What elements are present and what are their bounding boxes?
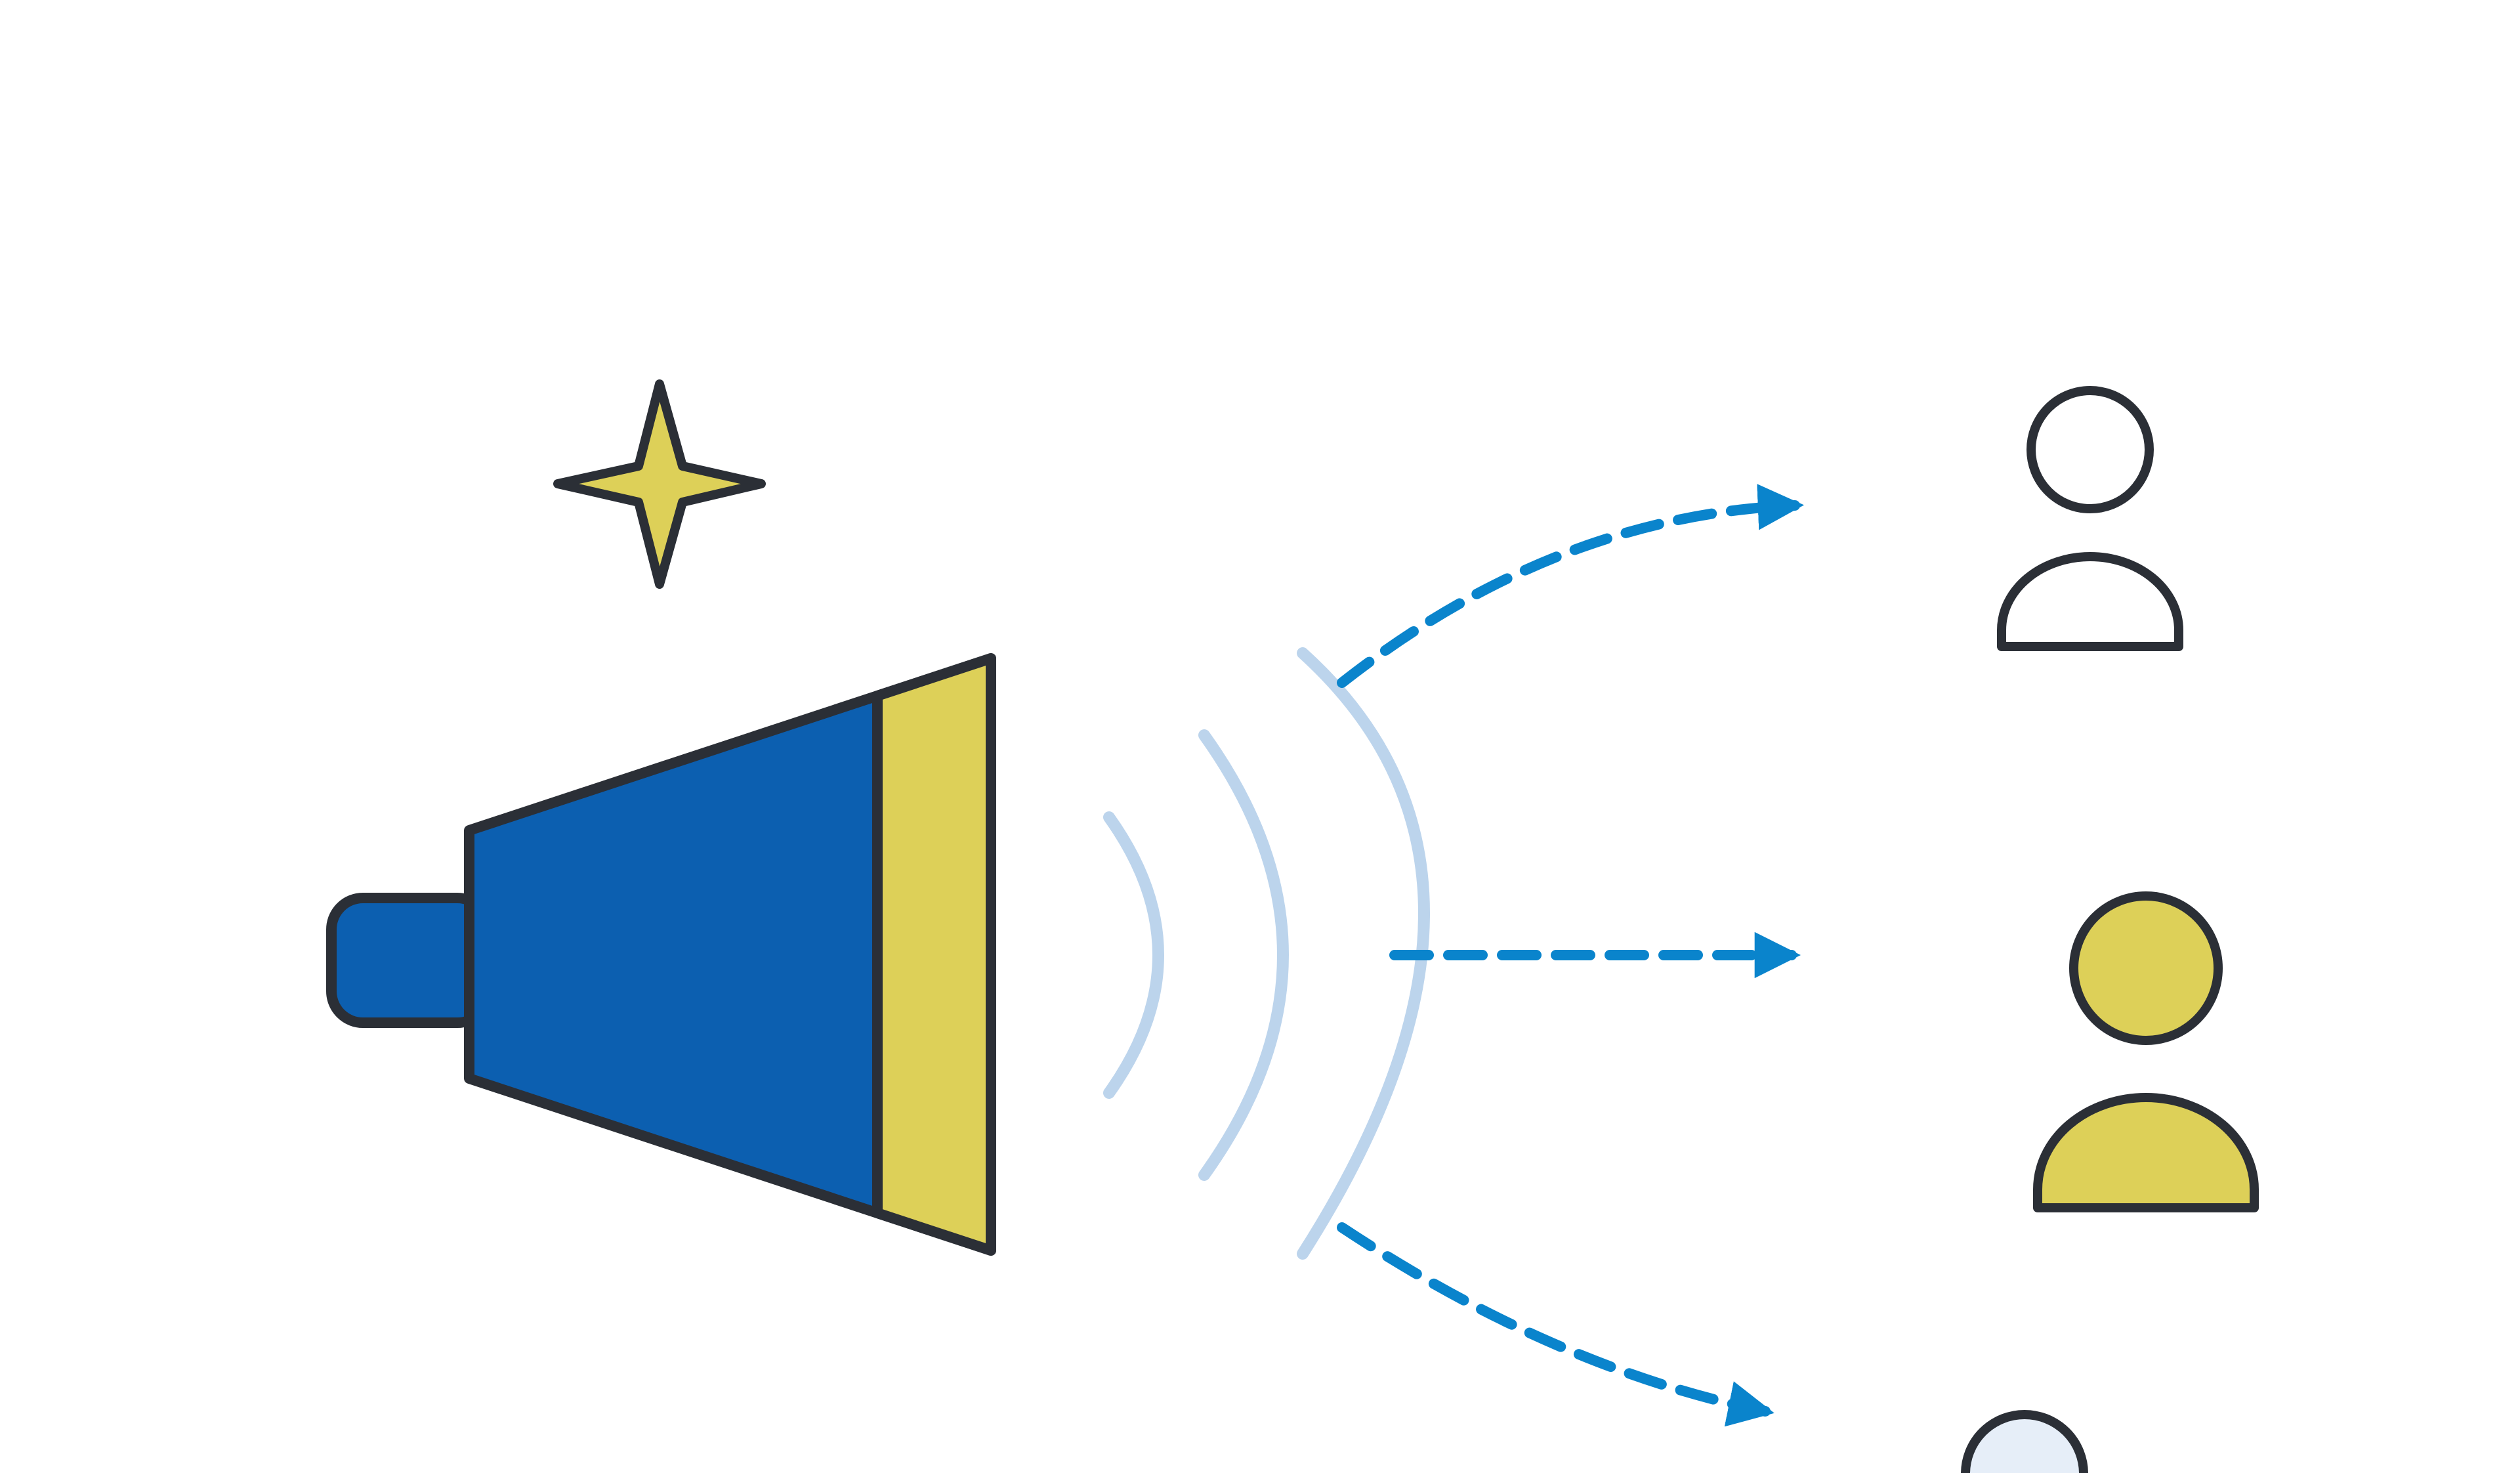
arrow-up-icon [1337,484,1805,688]
sound-wave-small [1103,811,1164,1099]
megaphone-bell-rim [872,653,996,1256]
person-icon [2033,891,2259,1212]
megaphone-icon [326,653,996,1256]
sound-waves-icon [1103,647,1430,1260]
person-body [1997,552,2183,651]
broadcast-arrows [1337,484,1805,1427]
sound-wave-large [1297,647,1430,1260]
person-head [2069,891,2223,1045]
person-icon [1961,1410,2088,1473]
person-icon [1997,386,2183,651]
person-head [1961,1410,2088,1473]
sparkle-icon [553,379,766,589]
person-head [2026,386,2154,513]
person-body [2033,1093,2259,1212]
sound-wave-medium [1198,729,1289,1181]
arrow-down-icon [1337,1222,1774,1427]
